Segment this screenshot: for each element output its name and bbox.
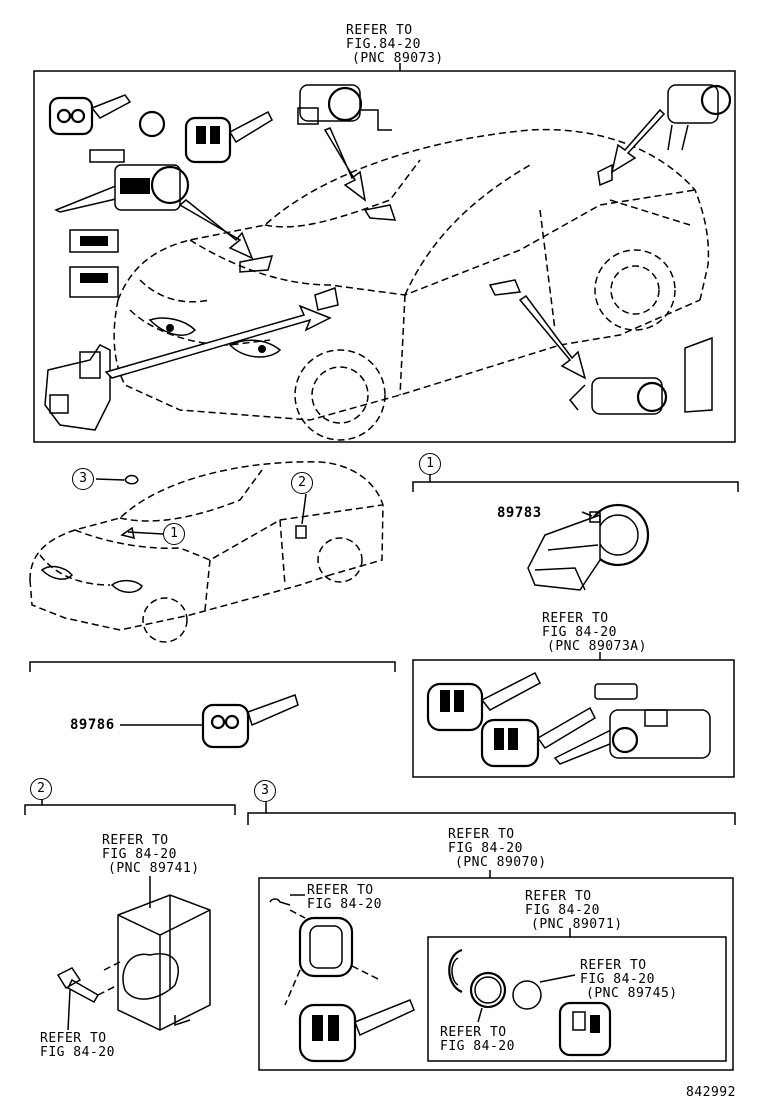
ignition-cylinder-top: [54, 164, 190, 213]
chip-top: [89, 149, 125, 163]
section3-inner-box: [427, 936, 727, 1062]
battery-refer-line1: REFER TO: [580, 958, 647, 973]
key-case-section3: [298, 916, 354, 978]
screw-location-mark: [124, 474, 139, 485]
transponder-amplifier-89783: [527, 503, 650, 591]
section3-inner-refer-line2: FIG 84-20: [525, 903, 600, 918]
section3-screw-refer-line2: FIG 84-20: [307, 897, 382, 912]
ecu-module-89741: [117, 894, 211, 1031]
top-refer-line2: FIG.84-20: [346, 37, 421, 52]
battery-refer-line3: (PNC 89745): [586, 986, 678, 1001]
code-plate-1: [69, 229, 119, 253]
battery-89745: [512, 980, 542, 1010]
drawing-number: 842992: [686, 1085, 736, 1100]
key-set-89073A: [426, 671, 711, 768]
o-ring-top: [138, 110, 166, 138]
arrow-3: [323, 127, 367, 202]
part-number-89786: 89786: [70, 717, 115, 733]
arrow-5: [518, 294, 587, 380]
door-cylinder-top: [297, 84, 392, 131]
battery-refer-line2: FIG 84-20: [580, 972, 655, 987]
door-cylinder-bottom: [568, 377, 668, 415]
section3-refer-line1: REFER TO: [448, 827, 515, 842]
section2-callout: 2: [30, 778, 52, 800]
master-key-top: [48, 94, 132, 136]
steering-lock-top: [44, 344, 111, 431]
ecu-location-mark: [295, 525, 307, 539]
section2-refer-line2: FIG 84-20: [102, 847, 177, 862]
section3-refer-box: [258, 877, 734, 1071]
panel-trim: [684, 336, 713, 413]
section1-refer-box: [412, 659, 735, 778]
ring-refer-line1: REFER TO: [440, 1025, 507, 1040]
screw-section3: [269, 898, 291, 906]
section2-bolt-refer-line2: FIG 84-20: [40, 1045, 115, 1060]
section3-refer-line3: (PNC 89070): [455, 855, 547, 870]
ring-refer-line2: FIG 84-20: [440, 1039, 515, 1054]
o-ring-section3: [469, 971, 507, 1009]
section2-refer-line1: REFER TO: [102, 833, 169, 848]
part-number-89783: 89783: [497, 505, 542, 521]
section1-refer-line1: REFER TO: [542, 611, 609, 626]
section3-screw-refer-line1: REFER TO: [307, 883, 374, 898]
section1-refer-line2: FIG 84-20: [542, 625, 617, 640]
section3-inner-refer-line3: (PNC 89071): [531, 917, 623, 932]
callout-3-car: 3: [72, 468, 94, 490]
section1-refer-line3: (PNC 89073A): [547, 639, 647, 654]
transmitter-board-section3: [558, 1001, 612, 1057]
section2-refer-line3: (PNC 89741): [108, 861, 200, 876]
arrow-4: [610, 108, 666, 174]
trunk-cylinder-top: [667, 84, 732, 151]
vehicle-outline-small: [29, 461, 384, 643]
code-plate-2: [69, 266, 119, 298]
remote-key-top: [184, 110, 273, 164]
section1-callout: 1: [419, 453, 441, 475]
top-panel-frame: [33, 70, 736, 443]
remote-key-section3: [298, 999, 415, 1063]
section3-callout: 3: [254, 780, 276, 802]
arrow-1: [178, 199, 254, 260]
top-refer-line3: (PNC 89073): [352, 51, 444, 66]
top-refer-line1: REFER TO: [346, 23, 413, 38]
section3-refer-line2: FIG 84-20: [448, 841, 523, 856]
callout-1-car: 1: [163, 523, 185, 545]
callout-2-car: 2: [291, 472, 313, 494]
arrow-2: [104, 304, 332, 379]
section2-bolt-refer-line1: REFER TO: [40, 1031, 107, 1046]
key-89786: [201, 694, 299, 749]
bolt-section2: [56, 967, 100, 1004]
section3-inner-refer-line1: REFER TO: [525, 889, 592, 904]
case-clip-section3: [448, 948, 463, 994]
